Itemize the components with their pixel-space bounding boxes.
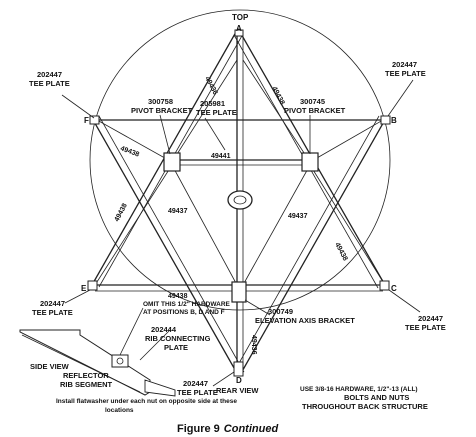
leader-pivot-left	[159, 114, 171, 155]
rib-segment-label: RIB SEGMENT	[60, 380, 113, 389]
flatwasher-note-1: Install flatwasher under each nut on opp…	[56, 398, 237, 405]
corner-label-a: A	[236, 24, 242, 33]
rear-view-label: REAR VIEW	[216, 386, 259, 395]
corner-label-f: F	[84, 116, 89, 125]
pivot-bracket-right-shape	[301, 152, 319, 172]
back-structure-label: THROUGHOUT BACK STRUCTURE	[302, 402, 428, 411]
rib-f-d	[91, 117, 239, 376]
elevation-bracket-shape	[231, 281, 247, 303]
rib-pivot-left-e	[94, 164, 173, 286]
side-view-tee-plate	[144, 379, 176, 397]
tee-plate-lower-left-number: 202447	[40, 299, 65, 308]
reflector-outline-circle	[89, 9, 391, 311]
side-view-rib-edge	[21, 334, 141, 393]
tee-plate-upper-right-label: TEE PLATE	[385, 69, 426, 78]
center-hub-shape	[227, 190, 253, 210]
leader-elevation	[244, 299, 271, 316]
side-view-rib-plate	[111, 354, 129, 368]
center-hub-inner	[233, 195, 247, 205]
pivot-bracket-left-number: 300758	[148, 97, 173, 106]
tee-plate-b-shape	[380, 115, 391, 125]
brackets	[87, 29, 391, 377]
tee-plate-d-shape	[233, 361, 244, 377]
rib-connecting-plate-label-1: RIB CONNECTING	[145, 334, 211, 343]
corner-label-e: E	[81, 284, 87, 293]
figure-number: Figure 9	[177, 423, 220, 435]
tee-plate-lower-right-number: 202447	[418, 314, 443, 323]
pivot-bracket-right-number: 300745	[300, 97, 325, 106]
tee-plate-lower-right-label: TEE PLATE	[405, 323, 446, 332]
leader-tee-bottom	[212, 371, 235, 387]
tee-plate-f-shape	[89, 115, 100, 125]
corner-label-b: B	[391, 116, 397, 125]
pivot-bracket-left-label: PIVOT BRACKET	[131, 106, 193, 115]
tee-plate-center-label: TEE PLATE	[196, 108, 237, 117]
omit-hardware-note-1: OMIT THIS 1/2" HARDWARE	[143, 301, 231, 308]
tee-plate-a-shape	[234, 29, 244, 37]
rib-b-d	[239, 117, 387, 376]
dim-49437-right: 49437	[288, 213, 308, 220]
leader-tee-upper-right	[387, 79, 414, 117]
elevation-bracket-number: 300749	[268, 307, 293, 316]
side-view-bolt	[116, 357, 124, 365]
rib-pivot-left-top	[171, 59, 238, 163]
rib-pivot-left-f	[96, 119, 173, 163]
rib-b-d-inner	[233, 115, 380, 373]
leader-rib-plate	[139, 329, 171, 361]
figure-continued: Continued	[224, 423, 279, 435]
tee-plate-upper-right-number: 202447	[392, 60, 417, 69]
dim-49441: 49441	[211, 153, 231, 160]
leader-tee-upper-left	[61, 94, 95, 119]
dim-49438-left: 49438	[114, 202, 129, 223]
reflector-label: REFLECTOR	[63, 371, 109, 380]
tee-plate-bottom-label: TEE PLATE	[177, 388, 218, 397]
tee-plate-upper-left-number: 202447	[37, 70, 62, 79]
tee-plate-upper-left-label: TEE PLATE	[29, 79, 70, 88]
pivot-bracket-left-shape	[163, 152, 181, 172]
corner-label-d: D	[236, 376, 242, 385]
dim-49436-vertical: 49436	[250, 335, 257, 355]
rib-pivot-left-bottom	[171, 164, 238, 286]
dim-49438-bottom-left: 49438	[168, 293, 188, 300]
tee-plate-lower-left-label: TEE PLATE	[32, 308, 73, 317]
flatwasher-note-2: locations	[105, 407, 134, 414]
tee-plate-bottom-number: 202447	[183, 379, 208, 388]
rib-connecting-plate-label-2: PLATE	[164, 343, 188, 352]
leader-tee-lower-left	[64, 289, 91, 304]
tee-plate-c-shape	[379, 280, 390, 291]
leader-lines	[61, 79, 421, 387]
bolts-nuts-label: BOLTS AND NUTS	[344, 393, 409, 402]
leader-tee-center	[204, 117, 226, 151]
rib-pivot-right-top	[242, 59, 311, 163]
corner-label-c: C	[391, 284, 397, 293]
leader-tee-lower-right	[388, 289, 421, 313]
corner-label-top: TOP	[232, 13, 249, 22]
dim-49437-left: 49437	[168, 208, 188, 215]
elevation-bracket-label: ELEVATION AXIS BRACKET	[255, 316, 355, 325]
rib-pivot-right-b	[309, 119, 384, 163]
figure-caption: Figure 9 Continued	[177, 423, 278, 435]
side-view-label: SIDE VIEW	[30, 362, 70, 371]
hardware-spec-note: USE 3/8-16 HARDWARE, 1/2"-13 (ALL)	[300, 386, 418, 393]
rib-pivot-right-c	[309, 164, 386, 286]
pivot-bracket-right-label: PIVOT BRACKET	[284, 106, 346, 115]
side-view-inset	[19, 329, 176, 397]
dim-49438-right: 49438	[333, 242, 348, 263]
rib-pivot-right-bottom	[242, 164, 311, 286]
omit-hardware-note-2: AT POSITIONS B, D AND F	[143, 309, 225, 316]
rib-connecting-plate-number: 202444	[151, 325, 177, 334]
rib-f-d-inner	[98, 115, 245, 373]
tee-plate-e-shape	[87, 280, 98, 291]
tee-plate-center-number: 205981	[200, 99, 225, 108]
leader-omit	[119, 307, 144, 356]
